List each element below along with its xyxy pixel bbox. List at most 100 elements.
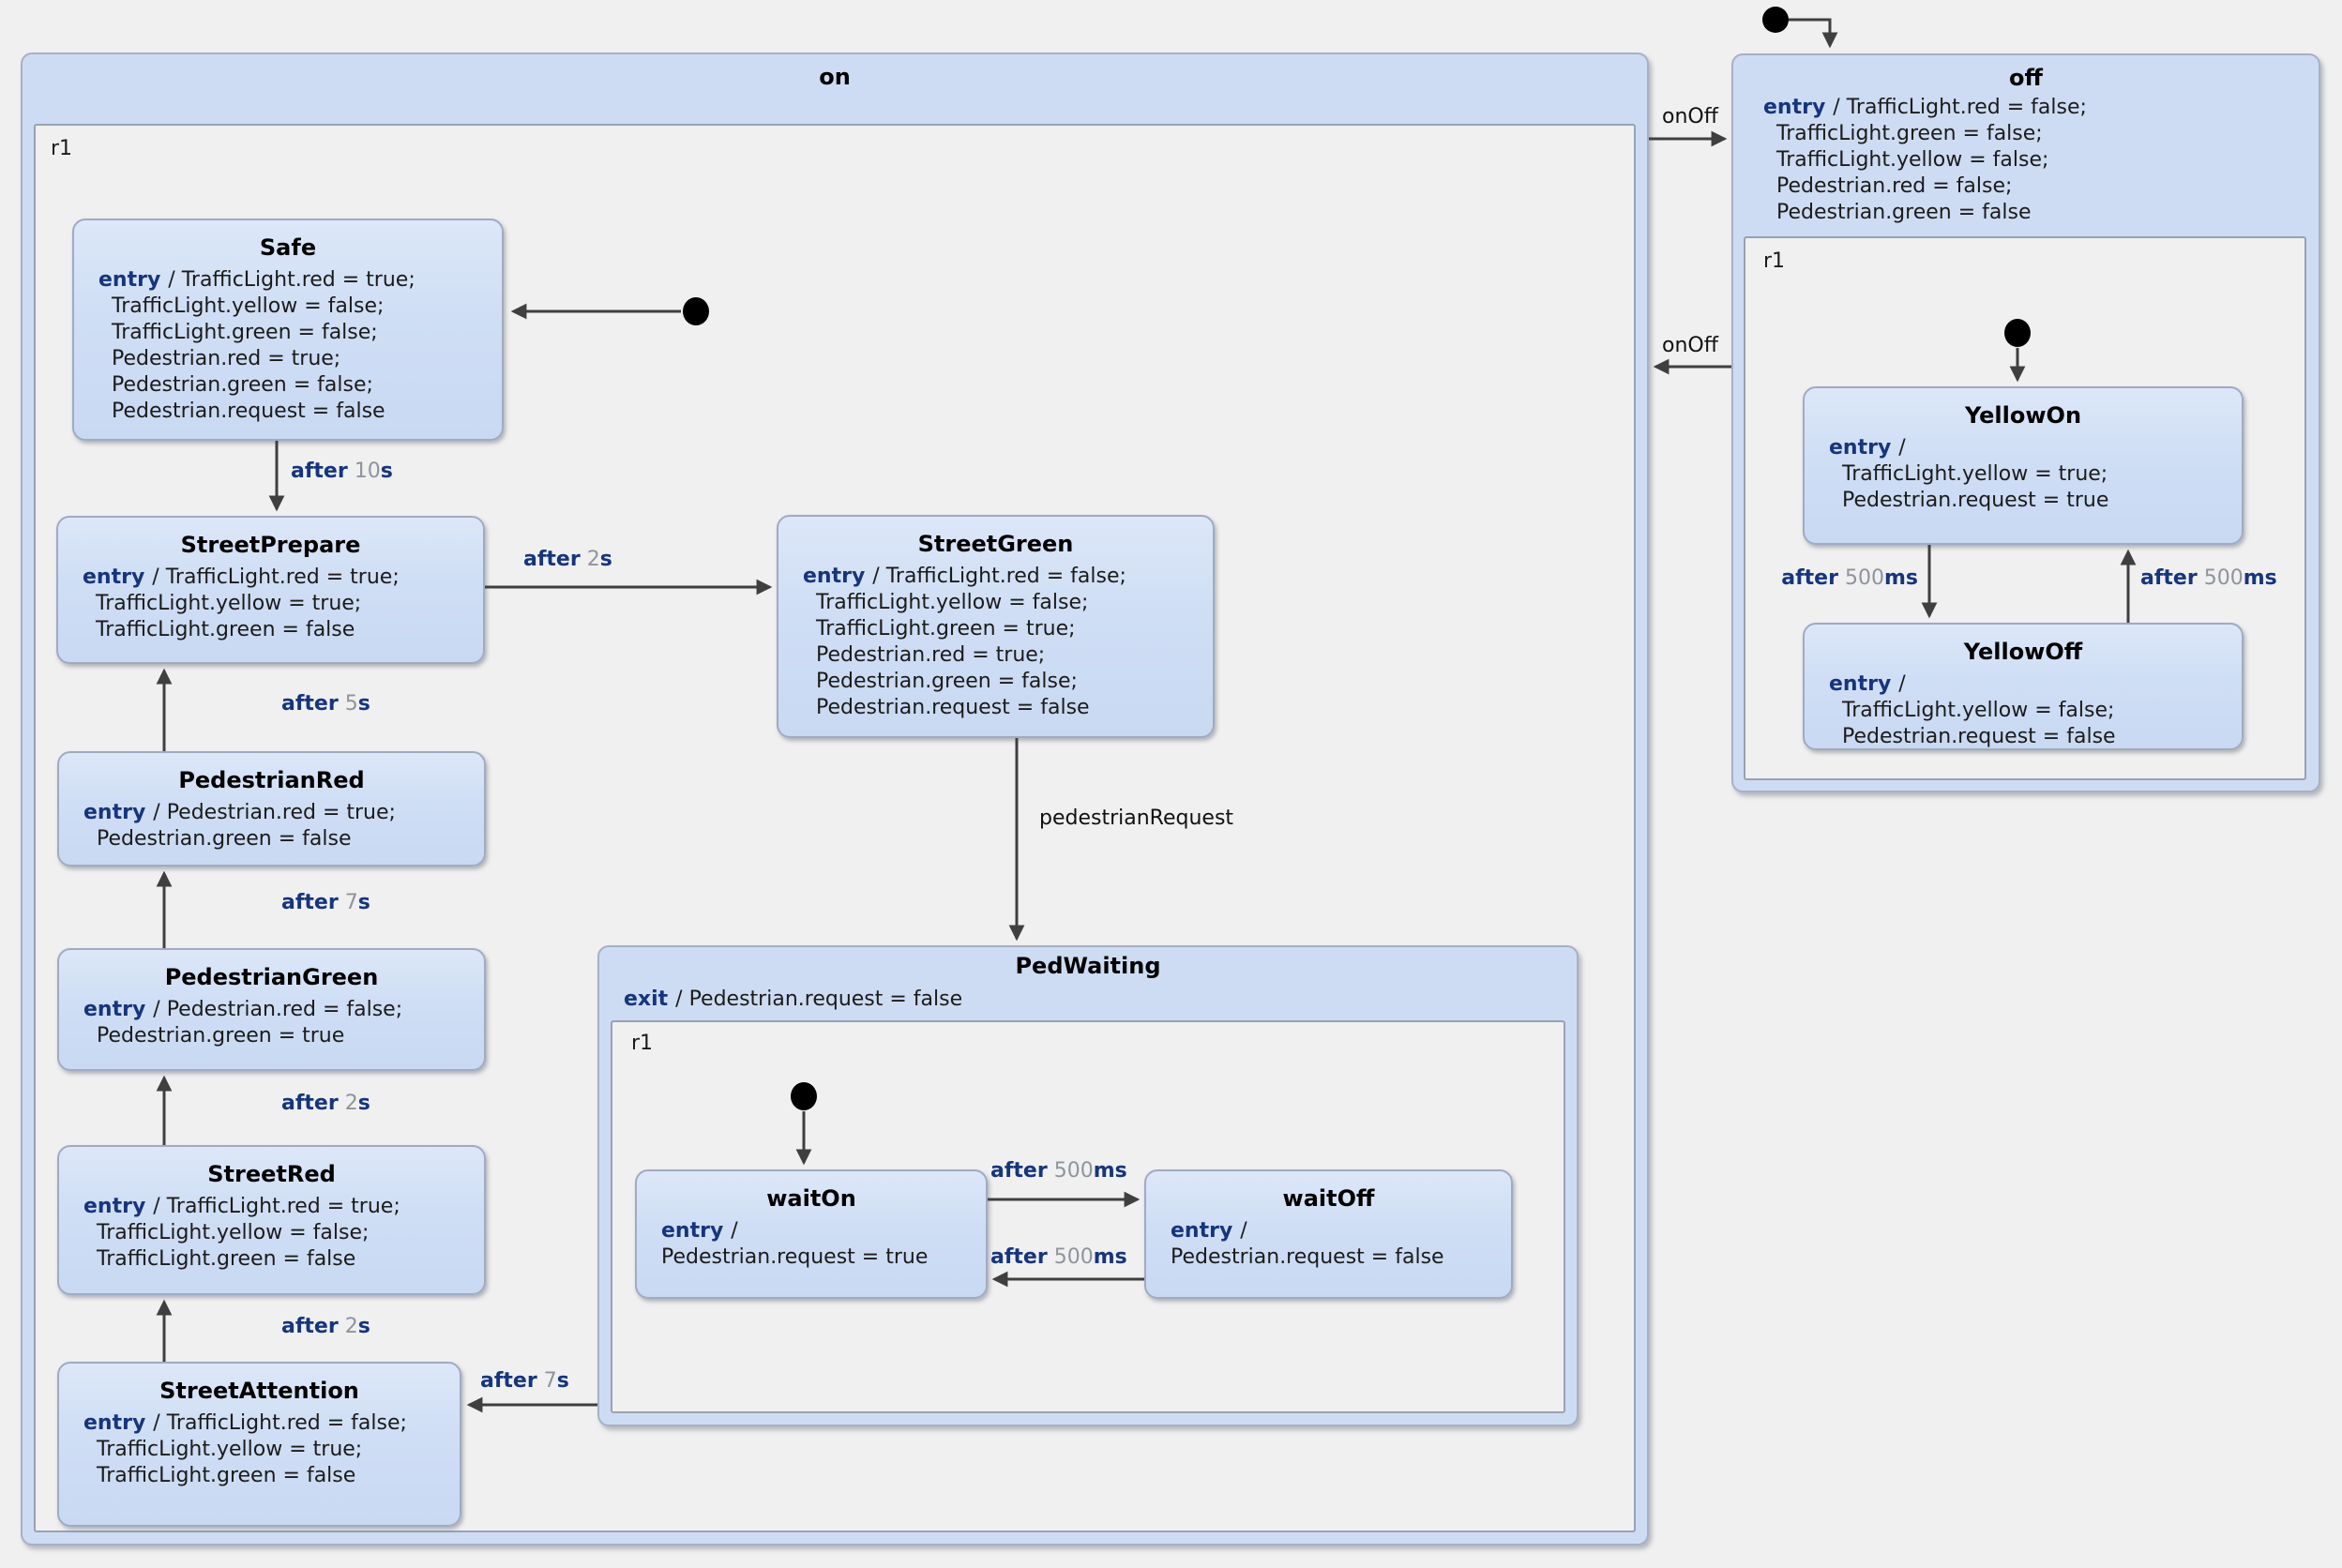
action-text: / TrafficLight.red = false; xyxy=(153,1411,407,1435)
action-line: Pedestrian.request = false xyxy=(98,399,496,425)
action-text: Pedestrian.red = false; xyxy=(1776,174,2013,198)
action-line: Pedestrian.request = true xyxy=(661,1244,980,1271)
state-wait-off-body: entry/ Pedestrian.request = false xyxy=(1146,1218,1511,1271)
action-text: / Pedestrian.request = false xyxy=(675,988,963,1011)
state-wait-off[interactable]: waitOff entry/ Pedestrian.request = fals… xyxy=(1144,1169,1513,1299)
action-text: Pedestrian.green = false; xyxy=(816,670,1078,693)
state-street-green[interactable]: StreetGreen entry/ TrafficLight.red = fa… xyxy=(777,515,1215,738)
action-line: TrafficLight.yellow = true; xyxy=(83,1437,454,1463)
action-line: Pedestrian.green = false xyxy=(83,826,478,852)
initial-state-top[interactable] xyxy=(1762,7,1838,49)
action-line: TrafficLight.green = false; xyxy=(1763,121,2087,147)
state-street-attention[interactable]: StreetAttention entry/ TrafficLight.red … xyxy=(57,1362,461,1527)
action-line: Pedestrian.green = false xyxy=(1763,200,2087,226)
action-text: / TrafficLight.red = false; xyxy=(1833,96,2087,119)
action-line: TrafficLight.green = false xyxy=(83,1463,454,1489)
action-text: / TrafficLight.red = true; xyxy=(152,565,400,589)
state-street-green-body: entry / TrafficLight.red = false; Traffic… xyxy=(778,564,1213,721)
action-line: entry/ xyxy=(1829,435,2236,461)
region-label: r1 xyxy=(1763,249,1786,273)
action-text: / xyxy=(1898,436,1906,460)
state-street-prepare[interactable]: StreetPrepare entry/ TrafficLight.red = … xyxy=(56,516,485,664)
state-yellow-on[interactable]: YellowOn entry/ TrafficLight.yellow = tr… xyxy=(1803,386,2244,545)
action-line: entry / Pedestrian.red = false; xyxy=(83,997,478,1023)
action-line: TrafficLight.yellow = false; xyxy=(83,1220,478,1246)
state-pedestrian-red[interactable]: PedestrianRed entry/ Pedestrian.red = tr… xyxy=(57,751,486,867)
transition-label-onoff[interactable]: onOff xyxy=(1662,105,1718,128)
state-wait-on[interactable]: waitOn entry/ Pedestrian.request = true xyxy=(635,1169,988,1299)
action-line: entry/ TrafficLight.red = true; xyxy=(83,565,477,591)
action-line: entry/ TrafficLight.red = false; xyxy=(1763,95,2087,121)
action-line: TrafficLight.yellow = true; xyxy=(1829,461,2236,488)
entry-keyword: entry xyxy=(83,801,146,824)
action-line: entry / TrafficLight.red = false; xyxy=(83,1410,454,1437)
action-text: / TrafficLight.red = true; xyxy=(168,268,416,292)
action-line: TrafficLight.yellow = false; xyxy=(1763,147,2087,173)
action-text: TrafficLight.green = true; xyxy=(816,617,1076,641)
entry-keyword: entry xyxy=(83,998,146,1021)
state-street-red[interactable]: StreetRed entry/ TrafficLight.red = true… xyxy=(57,1145,486,1295)
action-text: TrafficLight.yellow = false; xyxy=(1842,699,2115,722)
action-text: / TrafficLight.red = false; xyxy=(872,565,1126,588)
action-line: entry/ xyxy=(1171,1218,1505,1244)
action-text: Pedestrian.request = false xyxy=(1171,1245,1444,1269)
state-yellow-on-body: entry/ TrafficLight.yellow = true; Pedes… xyxy=(1805,435,2242,514)
action-text: / Pedestrian.red = false; xyxy=(153,998,403,1021)
action-text: Pedestrian.request = false xyxy=(112,400,385,423)
action-text: / xyxy=(731,1219,738,1243)
action-line: Pedestrian.request = false xyxy=(803,695,1207,721)
action-line: TrafficLight.green = true; xyxy=(803,616,1207,642)
action-line: TrafficLight.green = false xyxy=(83,617,477,643)
action-text: TrafficLight.yellow = false; xyxy=(97,1221,370,1244)
action-text: Pedestrian.green = true xyxy=(97,1024,345,1048)
entry-keyword: entry xyxy=(1829,672,1892,696)
action-line: entry / TrafficLight.red = true; xyxy=(98,267,496,294)
state-pedestrian-red-body: entry/ Pedestrian.red = true; Pedestrian… xyxy=(59,800,484,852)
state-safe[interactable]: Safe entry / TrafficLight.red = true; Tra… xyxy=(72,219,504,441)
state-yellow-off[interactable]: YellowOff entry/ TrafficLight.yellow = f… xyxy=(1803,623,2244,750)
entry-keyword: entry xyxy=(803,565,866,588)
action-line: Pedestrian.red = true; xyxy=(98,346,496,372)
entry-keyword: entry xyxy=(661,1219,724,1243)
action-line: entry/ xyxy=(1829,671,2236,698)
state-wait-off-title: waitOff xyxy=(1282,1185,1375,1212)
entry-keyword: entry xyxy=(83,1411,146,1435)
state-street-red-body: entry/ TrafficLight.red = true; TrafficL… xyxy=(59,1194,484,1273)
action-line: entry/ Pedestrian.red = true; xyxy=(83,800,478,826)
transition-label-onoff[interactable]: onOff xyxy=(1662,334,1718,357)
action-text: TrafficLight.yellow = false; xyxy=(816,591,1089,614)
action-line: TrafficLight.yellow = false; xyxy=(1829,698,2236,724)
off-entry-actions: entry/ TrafficLight.red = false; Traffic… xyxy=(1763,95,2087,226)
action-line: TrafficLight.green = false xyxy=(83,1246,478,1273)
action-text: Pedestrian.request = true xyxy=(1842,489,2109,512)
action-text: TrafficLight.yellow = true; xyxy=(1842,462,2108,486)
action-line: TrafficLight.green = false; xyxy=(98,320,496,346)
state-yellow-off-title: YellowOff xyxy=(1963,639,2083,665)
state-pedestrian-green[interactable]: PedestrianGreen entry/ Pedestrian.red = … xyxy=(57,948,486,1071)
transition-label-pedestrian-request[interactable]: pedestrianRequest xyxy=(1039,807,1234,830)
action-text: Pedestrian.request = false xyxy=(1842,725,2116,748)
state-safe-body: entry / TrafficLight.red = true; TrafficL… xyxy=(74,267,502,425)
action-line: TrafficLight.yellow = false; xyxy=(803,590,1207,616)
action-text: Pedestrian.red = true; xyxy=(816,643,1046,667)
action-line: Pedestrian.request = false xyxy=(1829,724,2236,750)
action-line: Pedestrian.red = true; xyxy=(803,642,1207,669)
action-text: Pedestrian.red = true; xyxy=(112,347,341,370)
action-text: TrafficLight.green = false xyxy=(97,1464,356,1487)
entry-keyword: entry xyxy=(98,268,161,292)
state-safe-title: Safe xyxy=(259,234,317,261)
action-line: exit/ Pedestrian.request = false xyxy=(624,987,962,1013)
pedwaiting-exit-action: exit/ Pedestrian.request = false xyxy=(624,987,962,1013)
